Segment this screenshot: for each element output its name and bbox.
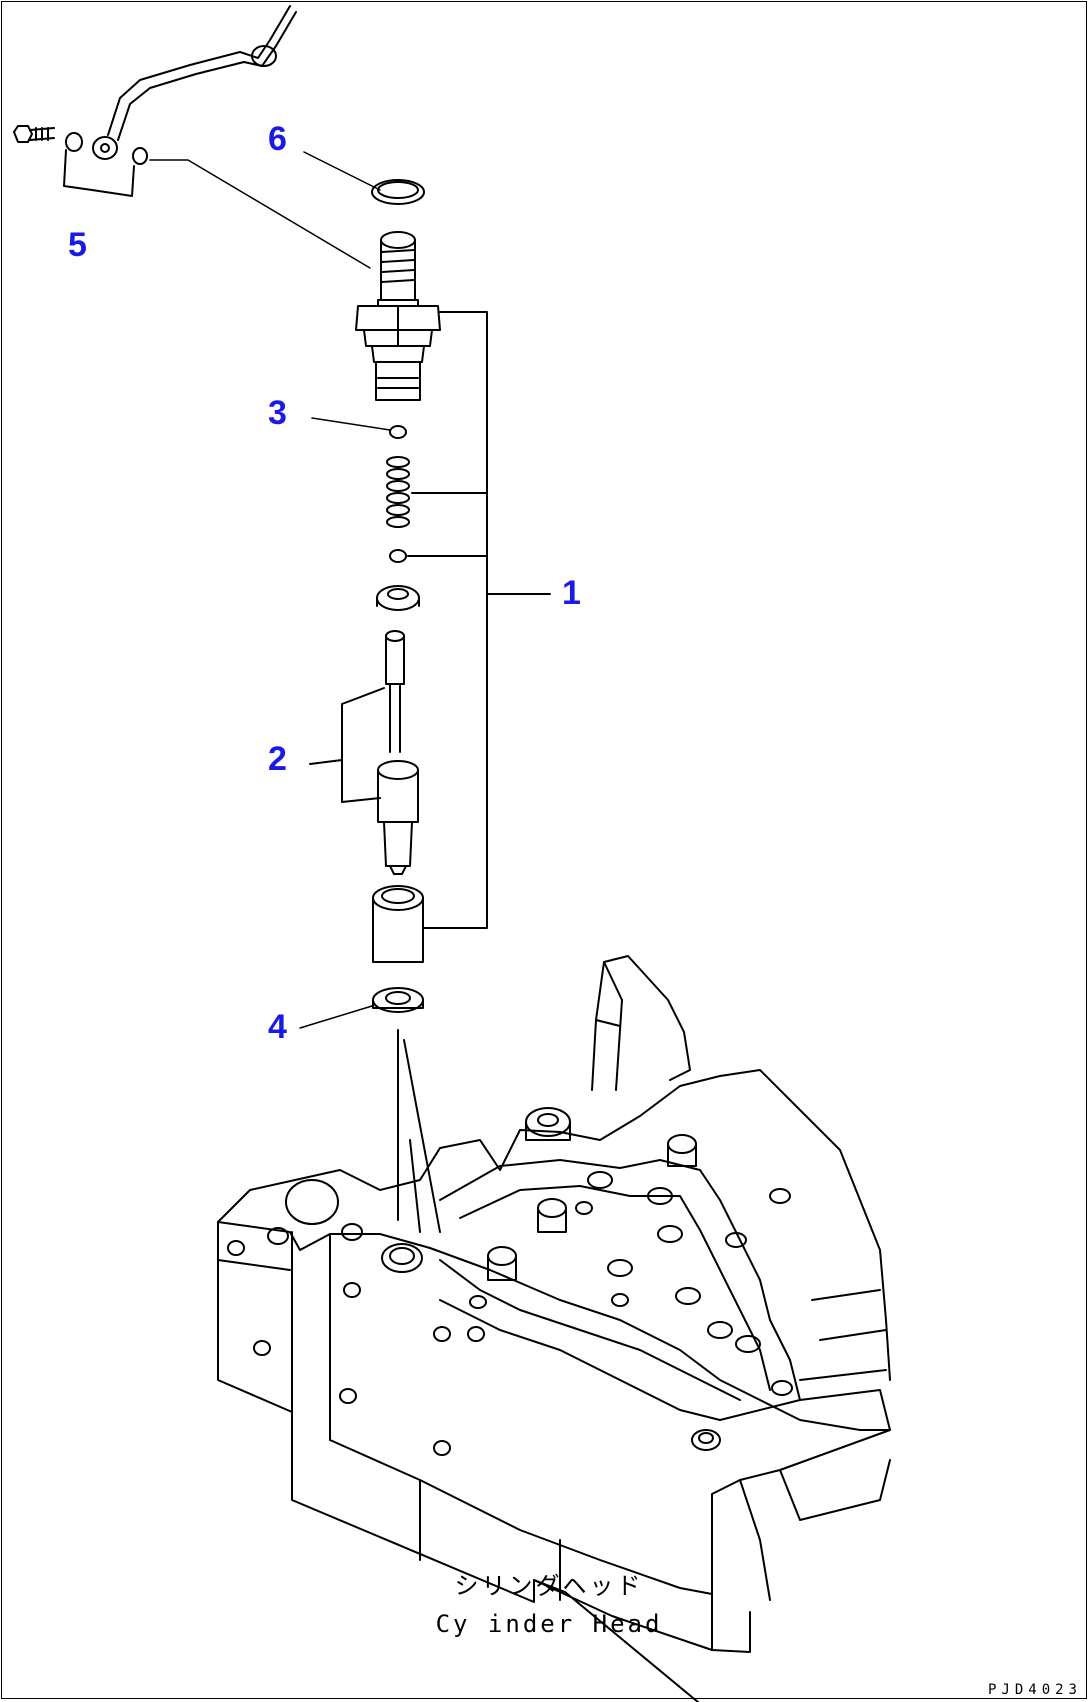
leader-lines — [149, 151, 391, 1029]
retaining-nut — [372, 885, 424, 963]
cylinder-head — [217, 955, 891, 1702]
callout-labels: 1 2 3 4 5 6 — [68, 120, 581, 1046]
needle-bracket — [309, 687, 385, 803]
callout-2: 2 — [268, 740, 287, 778]
drawing-code: PJD4023 — [988, 1682, 1082, 1698]
callout-6: 6 — [268, 120, 287, 158]
callout-4: 4 — [268, 1008, 287, 1046]
o-ring — [371, 179, 425, 205]
nozzle-holder — [355, 231, 441, 401]
eye-bolt-assembly — [13, 125, 148, 197]
fuel-pipe — [92, 5, 297, 160]
callout-3: 3 — [268, 394, 287, 432]
assembly-bracket — [407, 311, 551, 929]
callout-5: 5 — [68, 226, 87, 264]
spacer — [376, 585, 420, 611]
cylinder-head-bosses — [227, 1107, 793, 1456]
installation-guide — [397, 1029, 441, 1233]
caption-japanese: シリンダヘッド — [455, 1572, 644, 1600]
caption-english: Cy inder Head — [436, 1610, 663, 1638]
spring-seat — [389, 549, 407, 563]
ball — [389, 425, 407, 439]
nozzle-body — [377, 760, 419, 875]
callout-1: 1 — [562, 574, 581, 612]
spring — [386, 456, 410, 528]
nozzle-needle — [385, 630, 405, 753]
gasket — [372, 987, 424, 1013]
